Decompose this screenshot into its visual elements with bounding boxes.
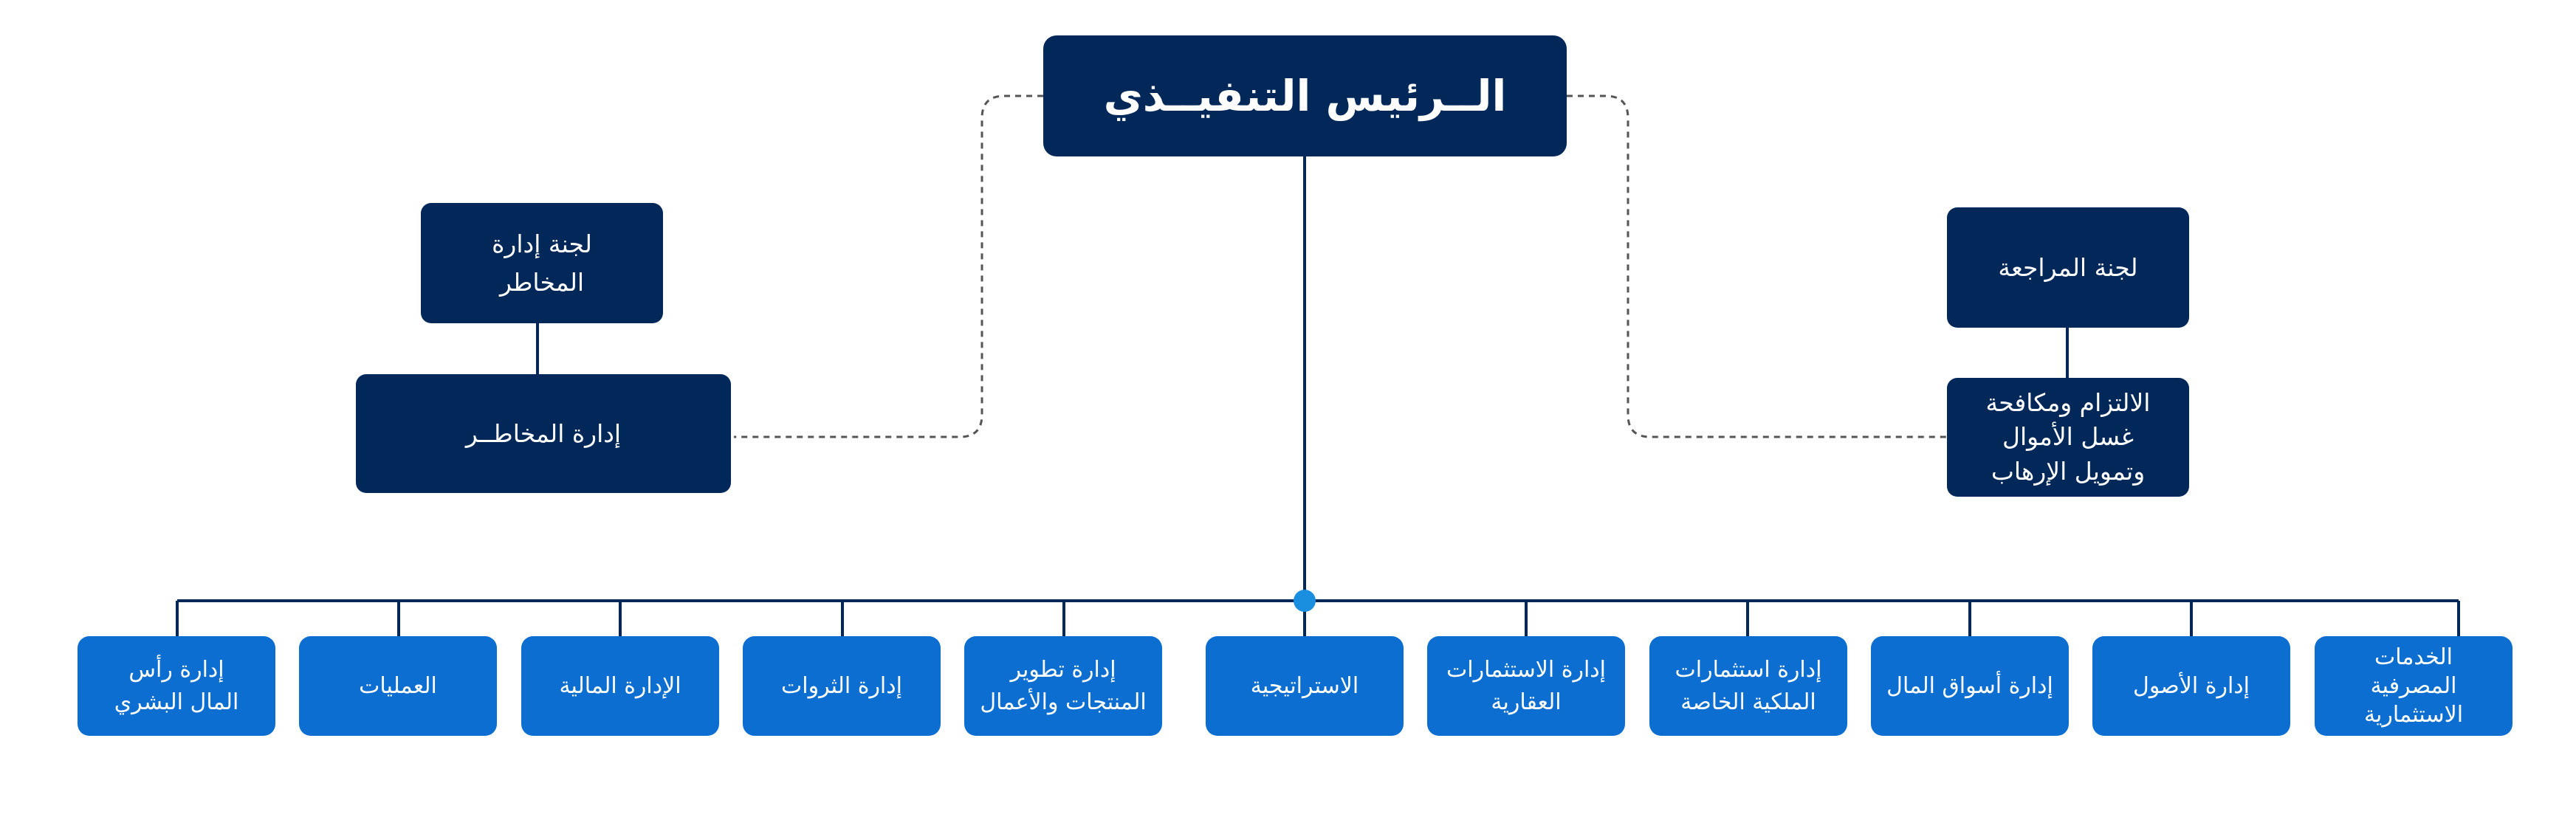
department-label: الخدمات المصرفية الاستثمارية: [2363, 644, 2464, 728]
department-wealth-management: إدارة الثروات: [743, 636, 941, 736]
department-label: إدارة الاستثمارات العقارية: [1446, 657, 1607, 715]
department-label: إدارة رأس المال البشري: [114, 657, 239, 715]
department-capital-markets: إدارة أسواق المال: [1871, 636, 2069, 736]
risk-management-label: إدارة المخاطــر: [465, 418, 622, 448]
compliance-dashed-link: [1567, 94, 1947, 438]
department-investment-banking: الخدمات المصرفية الاستثمارية: [2315, 636, 2513, 736]
risk-committee-label: لجنة إدارة المخاطر: [492, 230, 592, 297]
department-label: إدارة تطوير المنتجات والأعمال: [980, 657, 1147, 715]
ceo-label: الــرئيس التنفيــذي: [1103, 71, 1507, 121]
department-operations: العمليات: [299, 636, 497, 736]
department-label: إدارة استثمارات الملكية الخاصة: [1675, 657, 1822, 715]
department-strategy: الاستراتيجية: [1206, 636, 1404, 736]
department-label: العمليات: [359, 672, 437, 699]
department-label: إدارة الثروات: [781, 672, 902, 699]
risk-committee-box: لجنة إدارة المخاطر: [421, 203, 663, 323]
audit-committee-label: لجنة المراجعة: [1998, 252, 2138, 282]
department-product-development: إدارة تطوير المنتجات والأعمال: [964, 636, 1162, 736]
department-real-estate: إدارة الاستثمارات العقارية: [1427, 636, 1625, 736]
department-asset-management: إدارة الأصول: [2092, 636, 2290, 736]
department-label: الإدارة المالية: [559, 672, 681, 699]
risk-management-box: إدارة المخاطــر: [356, 374, 731, 493]
compliance-box: الالتزام ومكافحة غسل الأموال وتمويل الإر…: [1947, 378, 2189, 497]
department-private-equity: إدارة استثمارات الملكية الخاصة: [1649, 636, 1847, 736]
department-finance: الإدارة المالية: [521, 636, 719, 736]
ceo-box: الــرئيس التنفيــذي: [1043, 35, 1567, 156]
department-label: إدارة الأصول: [2133, 672, 2250, 699]
department-label: إدارة أسواق المال: [1886, 672, 2053, 699]
audit-committee-box: لجنة المراجعة: [1947, 207, 2189, 328]
risk-dashed-link: [734, 94, 1043, 438]
department-human-capital: إدارة رأس المال البشري: [78, 636, 275, 736]
department-label: الاستراتيجية: [1250, 672, 1359, 699]
junction-dot: [1294, 590, 1316, 612]
compliance-label: الالتزام ومكافحة غسل الأموال وتمويل الإر…: [1985, 388, 2151, 486]
department-drop-lines: [176, 601, 2193, 636]
